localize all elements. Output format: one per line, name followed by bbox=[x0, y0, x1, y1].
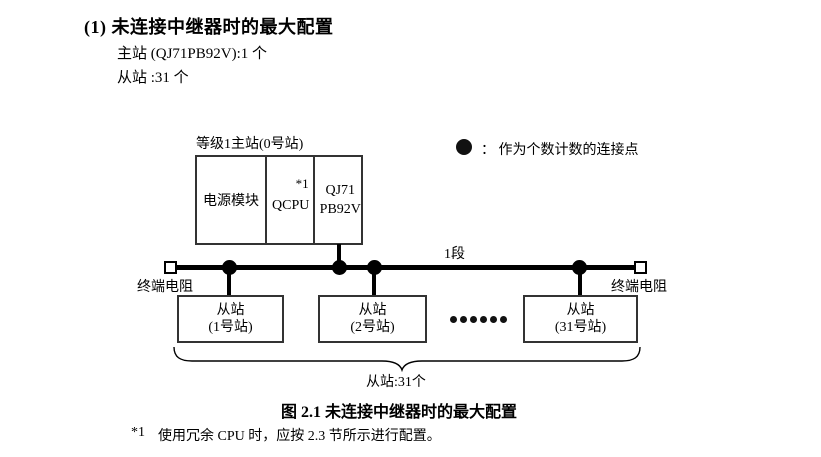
terminator-right-label: 终端电阻 bbox=[611, 280, 667, 295]
footnote-marker: *1 bbox=[131, 425, 145, 440]
slave31-line2: (31号站) bbox=[554, 320, 607, 335]
slave-station-31-box: 从站 (31号站) bbox=[523, 295, 638, 343]
slave1-drop-line bbox=[227, 266, 231, 296]
slave2-line1: 从站 bbox=[358, 303, 387, 318]
master-drop-line bbox=[337, 244, 341, 268]
power-module-cell: 电源模块 bbox=[203, 194, 260, 209]
pb92v-cell: QJ71 PB92V bbox=[312, 157, 361, 243]
slave-station-2-box: 从站 (2号站) bbox=[318, 295, 427, 343]
connection-point-slave2 bbox=[367, 260, 382, 275]
legend-label: ： 作为个数计数的连接点 bbox=[481, 143, 639, 158]
connection-point-slave31 bbox=[572, 260, 587, 275]
terminator-left-icon bbox=[164, 261, 177, 274]
qcpu-label: QCPU bbox=[272, 198, 310, 213]
figure-caption: 图 2.1 未连接中继器时的最大配置 bbox=[281, 404, 518, 421]
terminator-left-label: 终端电阻 bbox=[137, 280, 193, 295]
slave-count-line: 从站 :31 个 bbox=[117, 70, 189, 86]
master-station-box: 电源模块 *1 QCPU QJ71 PB92V bbox=[195, 155, 363, 245]
terminator-right-icon bbox=[634, 261, 647, 274]
pb92v-label-line1: QJ71 bbox=[325, 183, 356, 198]
slave2-drop-line bbox=[372, 266, 376, 296]
slave-total-label: 从站:31个 bbox=[366, 375, 426, 390]
slave-station-1-box: 从站 (1号站) bbox=[177, 295, 284, 343]
bus-line bbox=[171, 265, 641, 270]
connection-point-slave1 bbox=[222, 260, 237, 275]
slave31-line1: 从站 bbox=[566, 303, 595, 318]
master-station-label: 等级1主站(0号站) bbox=[196, 137, 304, 152]
section-heading: (1) 未连接中继器时的最大配置 bbox=[84, 17, 334, 37]
brace-slave-count bbox=[173, 346, 641, 372]
qcpu-cell: *1 QCPU bbox=[265, 157, 313, 243]
ellipsis-dots bbox=[450, 316, 507, 323]
master-count-line: 主站 (QJ71PB92V):1 个 bbox=[117, 46, 268, 62]
segment-label: 1段 bbox=[444, 247, 465, 262]
slave2-line2: (2号站) bbox=[350, 320, 395, 335]
cpu-footnote-marker: *1 bbox=[295, 176, 309, 191]
legend-connection-point-icon bbox=[456, 139, 472, 155]
slave1-line2: (1号站) bbox=[208, 320, 253, 335]
footnote-text: 使用冗余 CPU 时，应按 2.3 节所示进行配置。 bbox=[158, 429, 441, 444]
connection-point-master bbox=[332, 260, 347, 275]
slave1-line1: 从站 bbox=[216, 303, 245, 318]
slave31-drop-line bbox=[578, 266, 582, 296]
pb92v-label-line2: PB92V bbox=[319, 202, 361, 217]
